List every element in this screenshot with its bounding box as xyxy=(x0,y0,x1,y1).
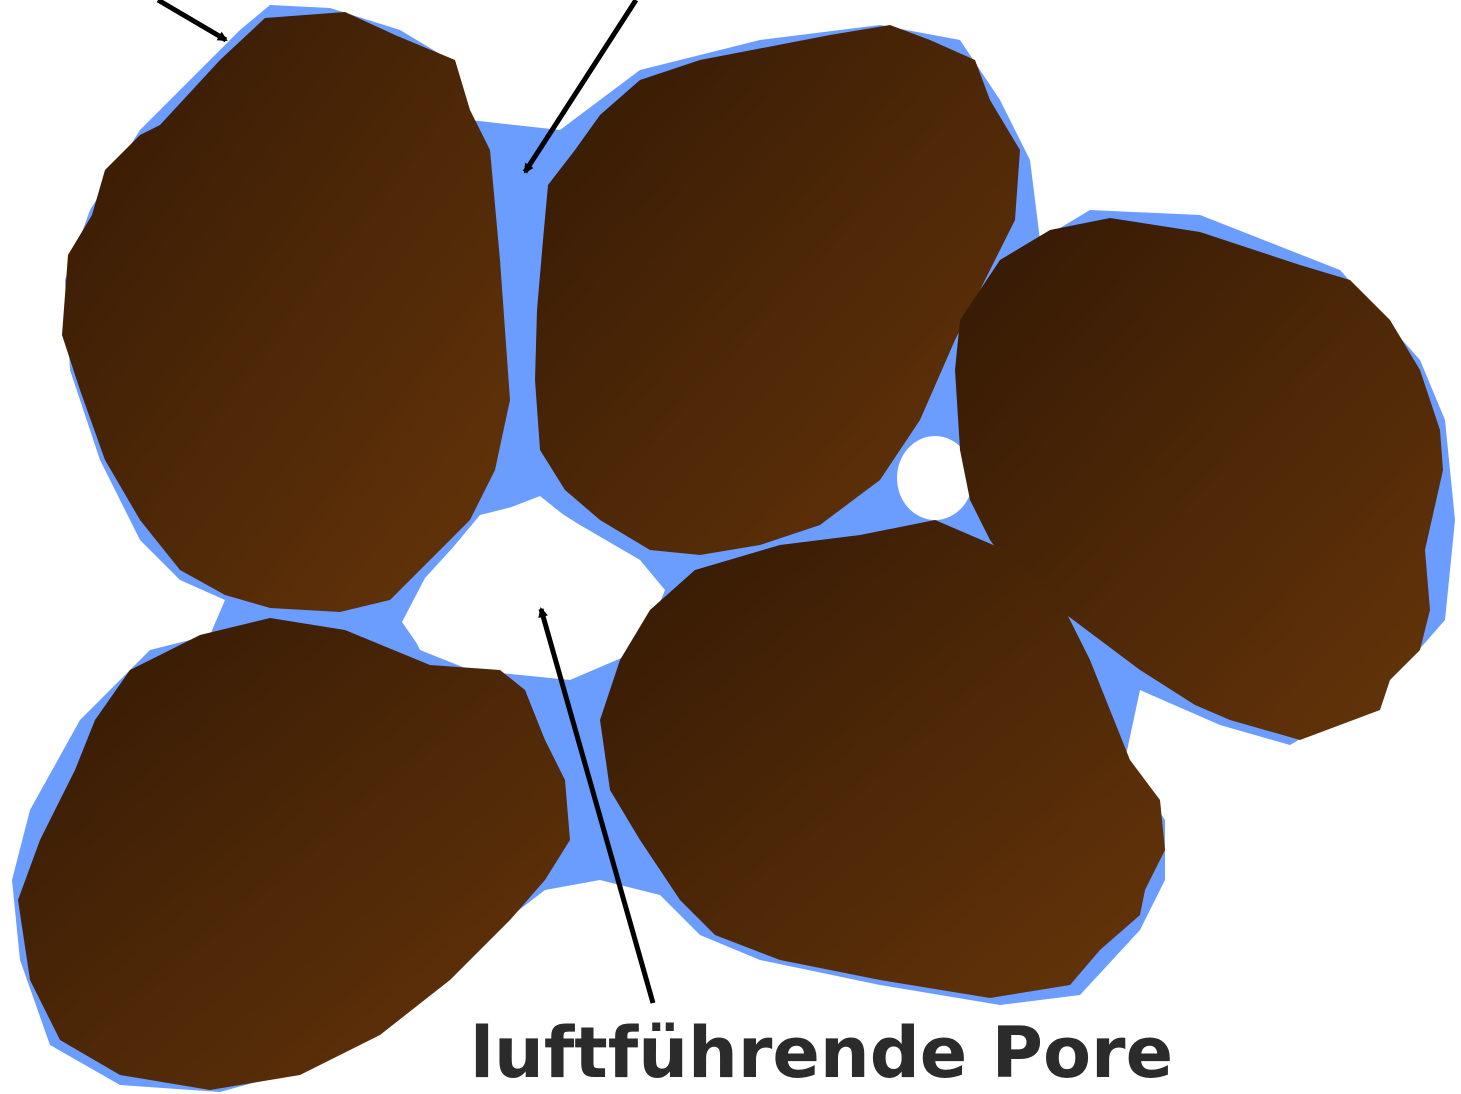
arrow-to-water-film xyxy=(158,0,226,40)
air-pore-label: luftführende Pore xyxy=(470,1018,1120,1088)
soil-particle-top-left xyxy=(62,12,510,612)
